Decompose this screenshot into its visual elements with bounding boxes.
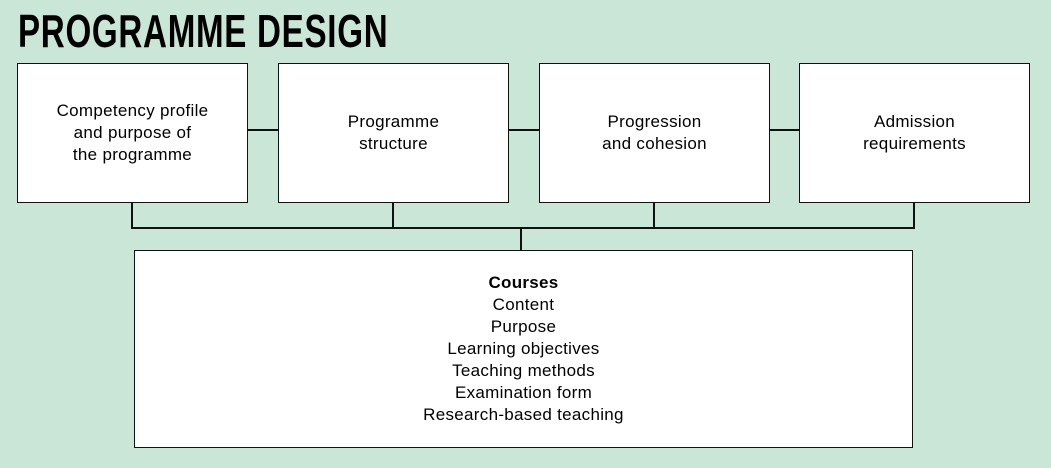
connector (520, 227, 522, 251)
courses-item: Examination form (454, 383, 593, 402)
connector (769, 129, 800, 131)
connector (247, 129, 278, 131)
courses-item: Teaching methods (452, 361, 595, 380)
box-text: Programme (347, 112, 440, 131)
connector (392, 202, 394, 229)
connector-bus (131, 227, 915, 229)
box-text: the programme (72, 145, 193, 164)
connector (131, 202, 133, 229)
courses-item: Research-based teaching (423, 405, 624, 424)
connector (653, 202, 655, 229)
courses-item: Purpose (490, 317, 557, 336)
courses-heading: Courses (488, 273, 559, 292)
box-text: structure (359, 134, 428, 153)
box-programme-structure: Programme structure (278, 63, 509, 203)
connector (508, 129, 539, 131)
box-text: and purpose of (73, 123, 192, 142)
page-title: PROGRAMME DESIGN (18, 5, 389, 57)
box-courses: Courses Content Purpose Learning objecti… (134, 250, 913, 448)
box-text: Competency profile (56, 101, 209, 120)
connector (913, 202, 915, 229)
courses-item: Learning objectives (447, 339, 600, 358)
box-progression-cohesion: Progression and cohesion (539, 63, 770, 203)
box-text: and cohesion (602, 134, 707, 153)
box-text: Progression (607, 112, 702, 131)
box-admission-requirements: Admission requirements (799, 63, 1030, 203)
box-text: requirements (863, 134, 966, 153)
box-competency-profile: Competency profile and purpose of the prog… (17, 63, 248, 203)
courses-item: Content (492, 295, 555, 314)
box-text: Admission (873, 112, 956, 131)
